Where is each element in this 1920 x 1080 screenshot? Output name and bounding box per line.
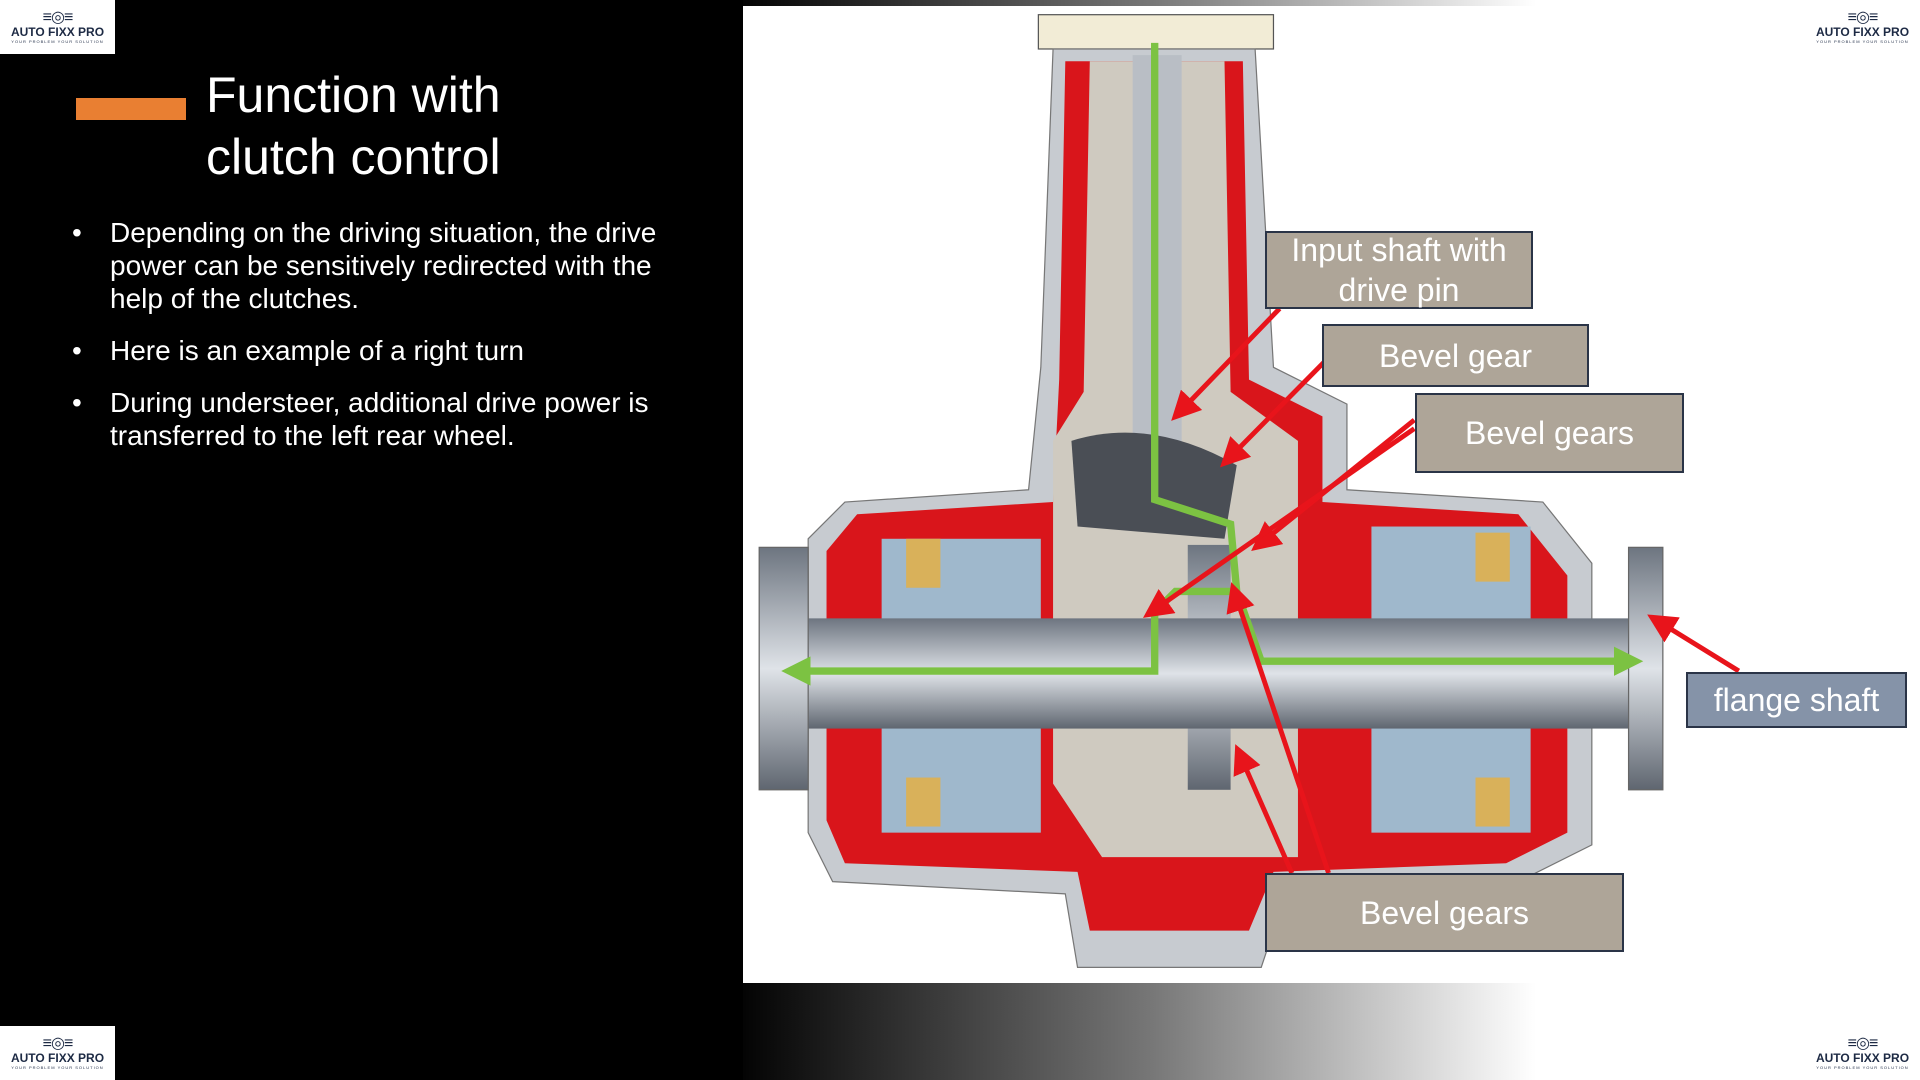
housing <box>758 14 1664 968</box>
label-bevel-gear: Bevel gear <box>1322 324 1589 387</box>
label-flange-shaft: flange shaft <box>1686 672 1907 728</box>
logo-top-left: ≡◎≡ AUTO FIXX PRO YOUR PROBLEM YOUR SOLU… <box>0 0 115 54</box>
label-bevel-gears-top: Bevel gears <box>1415 393 1684 473</box>
bullet-item: Here is an example of a right turn <box>72 334 692 367</box>
label-input-shaft: Input shaft with drive pin <box>1265 231 1533 309</box>
logo-bottom-right: ≡◎≡ AUTO FIXX PRO YOUR PROBLEM YOUR SOLU… <box>1805 1026 1920 1080</box>
steering-wheel-wings-icon: ≡◎≡ <box>1847 9 1879 26</box>
title-accent-bar <box>76 98 186 120</box>
slide-title: Function with clutch control <box>206 67 501 185</box>
label-pointers <box>1142 306 1741 875</box>
steering-wheel-wings-icon: ≡◎≡ <box>42 9 74 26</box>
label-bevel-gears-bottom: Bevel gears <box>1265 873 1624 952</box>
steering-wheel-wings-icon: ≡◎≡ <box>1847 1035 1879 1052</box>
steering-wheel-wings-icon: ≡◎≡ <box>42 1035 74 1052</box>
slide-left-background <box>0 0 743 1080</box>
bullet-item: During understeer, additional drive powe… <box>72 386 692 452</box>
bullet-list: Depending on the driving situation, the … <box>72 216 692 471</box>
bullet-item: Depending on the driving situation, the … <box>72 216 692 315</box>
logo-top-right: ≡◎≡ AUTO FIXX PRO YOUR PROBLEM YOUR SOLU… <box>1805 0 1920 54</box>
logo-bottom-left: ≡◎≡ AUTO FIXX PRO YOUR PROBLEM YOUR SOLU… <box>0 1026 115 1080</box>
